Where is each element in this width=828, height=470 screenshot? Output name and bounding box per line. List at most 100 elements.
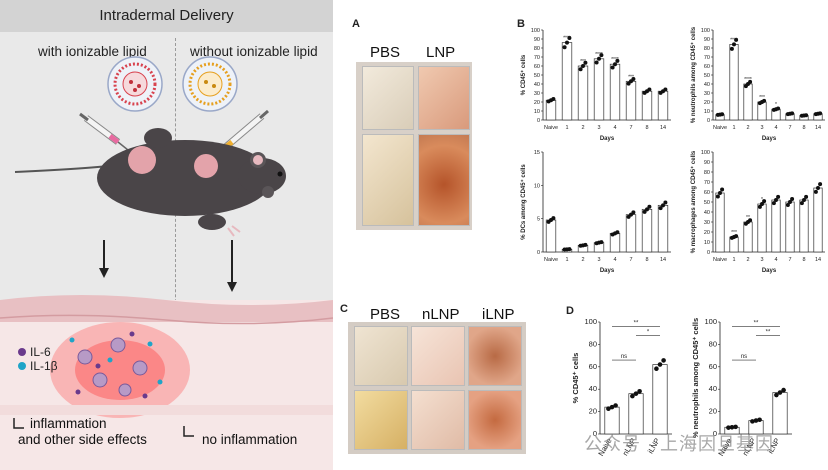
y-tick-label: 100 <box>701 150 710 156</box>
significance-label: * <box>761 197 763 203</box>
data-point <box>776 194 781 199</box>
data-point <box>818 111 823 116</box>
divider <box>175 38 176 458</box>
data-point <box>663 200 668 205</box>
data-point <box>654 366 659 372</box>
photo-pbs-2 <box>354 390 408 450</box>
panel-d-label: D <box>566 305 574 317</box>
x-tick-label: Naive <box>544 257 558 263</box>
y-tick-label: 0 <box>713 429 717 438</box>
bar <box>545 219 557 253</box>
data-point <box>647 87 652 92</box>
comparison-label: ** <box>634 320 639 326</box>
with-lipid-heading: with ionizable lipid <box>38 44 147 59</box>
y-tick-label: 100 <box>701 28 710 34</box>
data-point <box>565 40 569 45</box>
y-axis-label: % DCs among CD45⁺ cells <box>520 164 527 240</box>
photo-lnp-1 <box>418 66 470 130</box>
data-point <box>771 201 776 206</box>
data-point <box>774 392 779 398</box>
legend-label: IL-1β <box>30 359 58 373</box>
x-tick-label: 4 <box>774 257 777 263</box>
x-tick-label: 1 <box>732 125 735 131</box>
data-point <box>613 403 618 408</box>
y-tick-label: 10 <box>704 240 710 246</box>
bar <box>785 201 795 253</box>
caption-side-effects: and other side effects <box>18 432 147 447</box>
x-tick-label: 8 <box>645 125 648 131</box>
photo-nlnp-2 <box>411 390 465 450</box>
ionizable-lnp-icon <box>107 56 163 112</box>
y-tick-label: 80 <box>589 339 597 348</box>
data-point <box>642 209 647 214</box>
y-tick-label: 10 <box>534 109 540 115</box>
y-axis-label: % CD45⁺ cells <box>520 54 527 95</box>
data-point <box>647 204 652 209</box>
data-point <box>748 218 753 223</box>
x-tick-label: 8 <box>645 257 648 263</box>
y-tick-label: 100 <box>584 317 597 326</box>
x-axis-label: Days <box>600 268 615 274</box>
data-point <box>633 391 639 396</box>
significance-label: *** <box>628 74 634 80</box>
x-tick-label: 7 <box>629 125 632 131</box>
y-tick-label: 70 <box>704 180 710 186</box>
data-point <box>726 425 731 430</box>
data-point <box>578 67 583 72</box>
x-tick-label: 14 <box>660 257 666 263</box>
mouse-icon <box>14 128 286 237</box>
y-tick-label: 50 <box>704 73 710 79</box>
y-tick-label: 50 <box>704 200 710 206</box>
x-tick-label: 8 <box>802 125 805 131</box>
y-tick-label: 20 <box>589 407 597 416</box>
bar <box>593 58 605 121</box>
y-tick-label: 5 <box>537 217 540 223</box>
data-point <box>729 424 735 430</box>
illustration-panel: Intradermal Delivery with ionizable lipi… <box>0 0 333 470</box>
x-tick-label: Naive <box>713 125 727 131</box>
significance-label: ** <box>746 215 750 221</box>
photo-nlnp-1 <box>411 326 465 386</box>
y-tick-label: 30 <box>704 91 710 97</box>
comparison-label: ** <box>766 329 771 335</box>
x-tick-label: 3 <box>597 125 600 131</box>
x-tick-label: 2 <box>746 257 749 263</box>
y-axis-label: % neutrophils among CD45⁺ cells <box>690 26 697 123</box>
data-point <box>615 230 620 235</box>
data-point <box>732 42 736 47</box>
y-tick-label: 20 <box>704 100 710 106</box>
bar <box>625 80 637 121</box>
y-tick-label: 30 <box>534 91 540 97</box>
data-point <box>637 388 642 394</box>
y-tick-label: 70 <box>704 55 710 61</box>
y-axis-label: % neutrophils among CD45⁺ cells <box>691 318 700 438</box>
data-point <box>661 203 665 208</box>
bar <box>641 208 653 253</box>
photo-lnp-2 <box>418 134 470 226</box>
legend-label: IL-6 <box>30 345 51 359</box>
caption-line: inflammation <box>30 416 107 431</box>
photo-col-label: iLNP <box>482 306 515 323</box>
y-tick-label: 0 <box>537 250 540 256</box>
y-tick-label: 80 <box>709 339 717 348</box>
significance-label: **** <box>563 36 571 42</box>
caption-no-inflammation: no inflammation <box>202 432 298 447</box>
corner-arrow-left-icon <box>13 418 24 429</box>
legend-item: IL-6 <box>18 345 58 359</box>
bar <box>772 392 788 435</box>
bar <box>641 90 653 121</box>
data-point <box>776 106 781 111</box>
corner-arrow-right-icon <box>183 426 194 437</box>
y-tick-label: 90 <box>704 160 710 166</box>
x-tick-label: 7 <box>788 125 791 131</box>
data-point <box>790 197 795 201</box>
bar <box>657 90 669 121</box>
comparison-label: ** <box>754 320 759 326</box>
data-point <box>757 417 762 423</box>
data-point <box>762 199 767 204</box>
